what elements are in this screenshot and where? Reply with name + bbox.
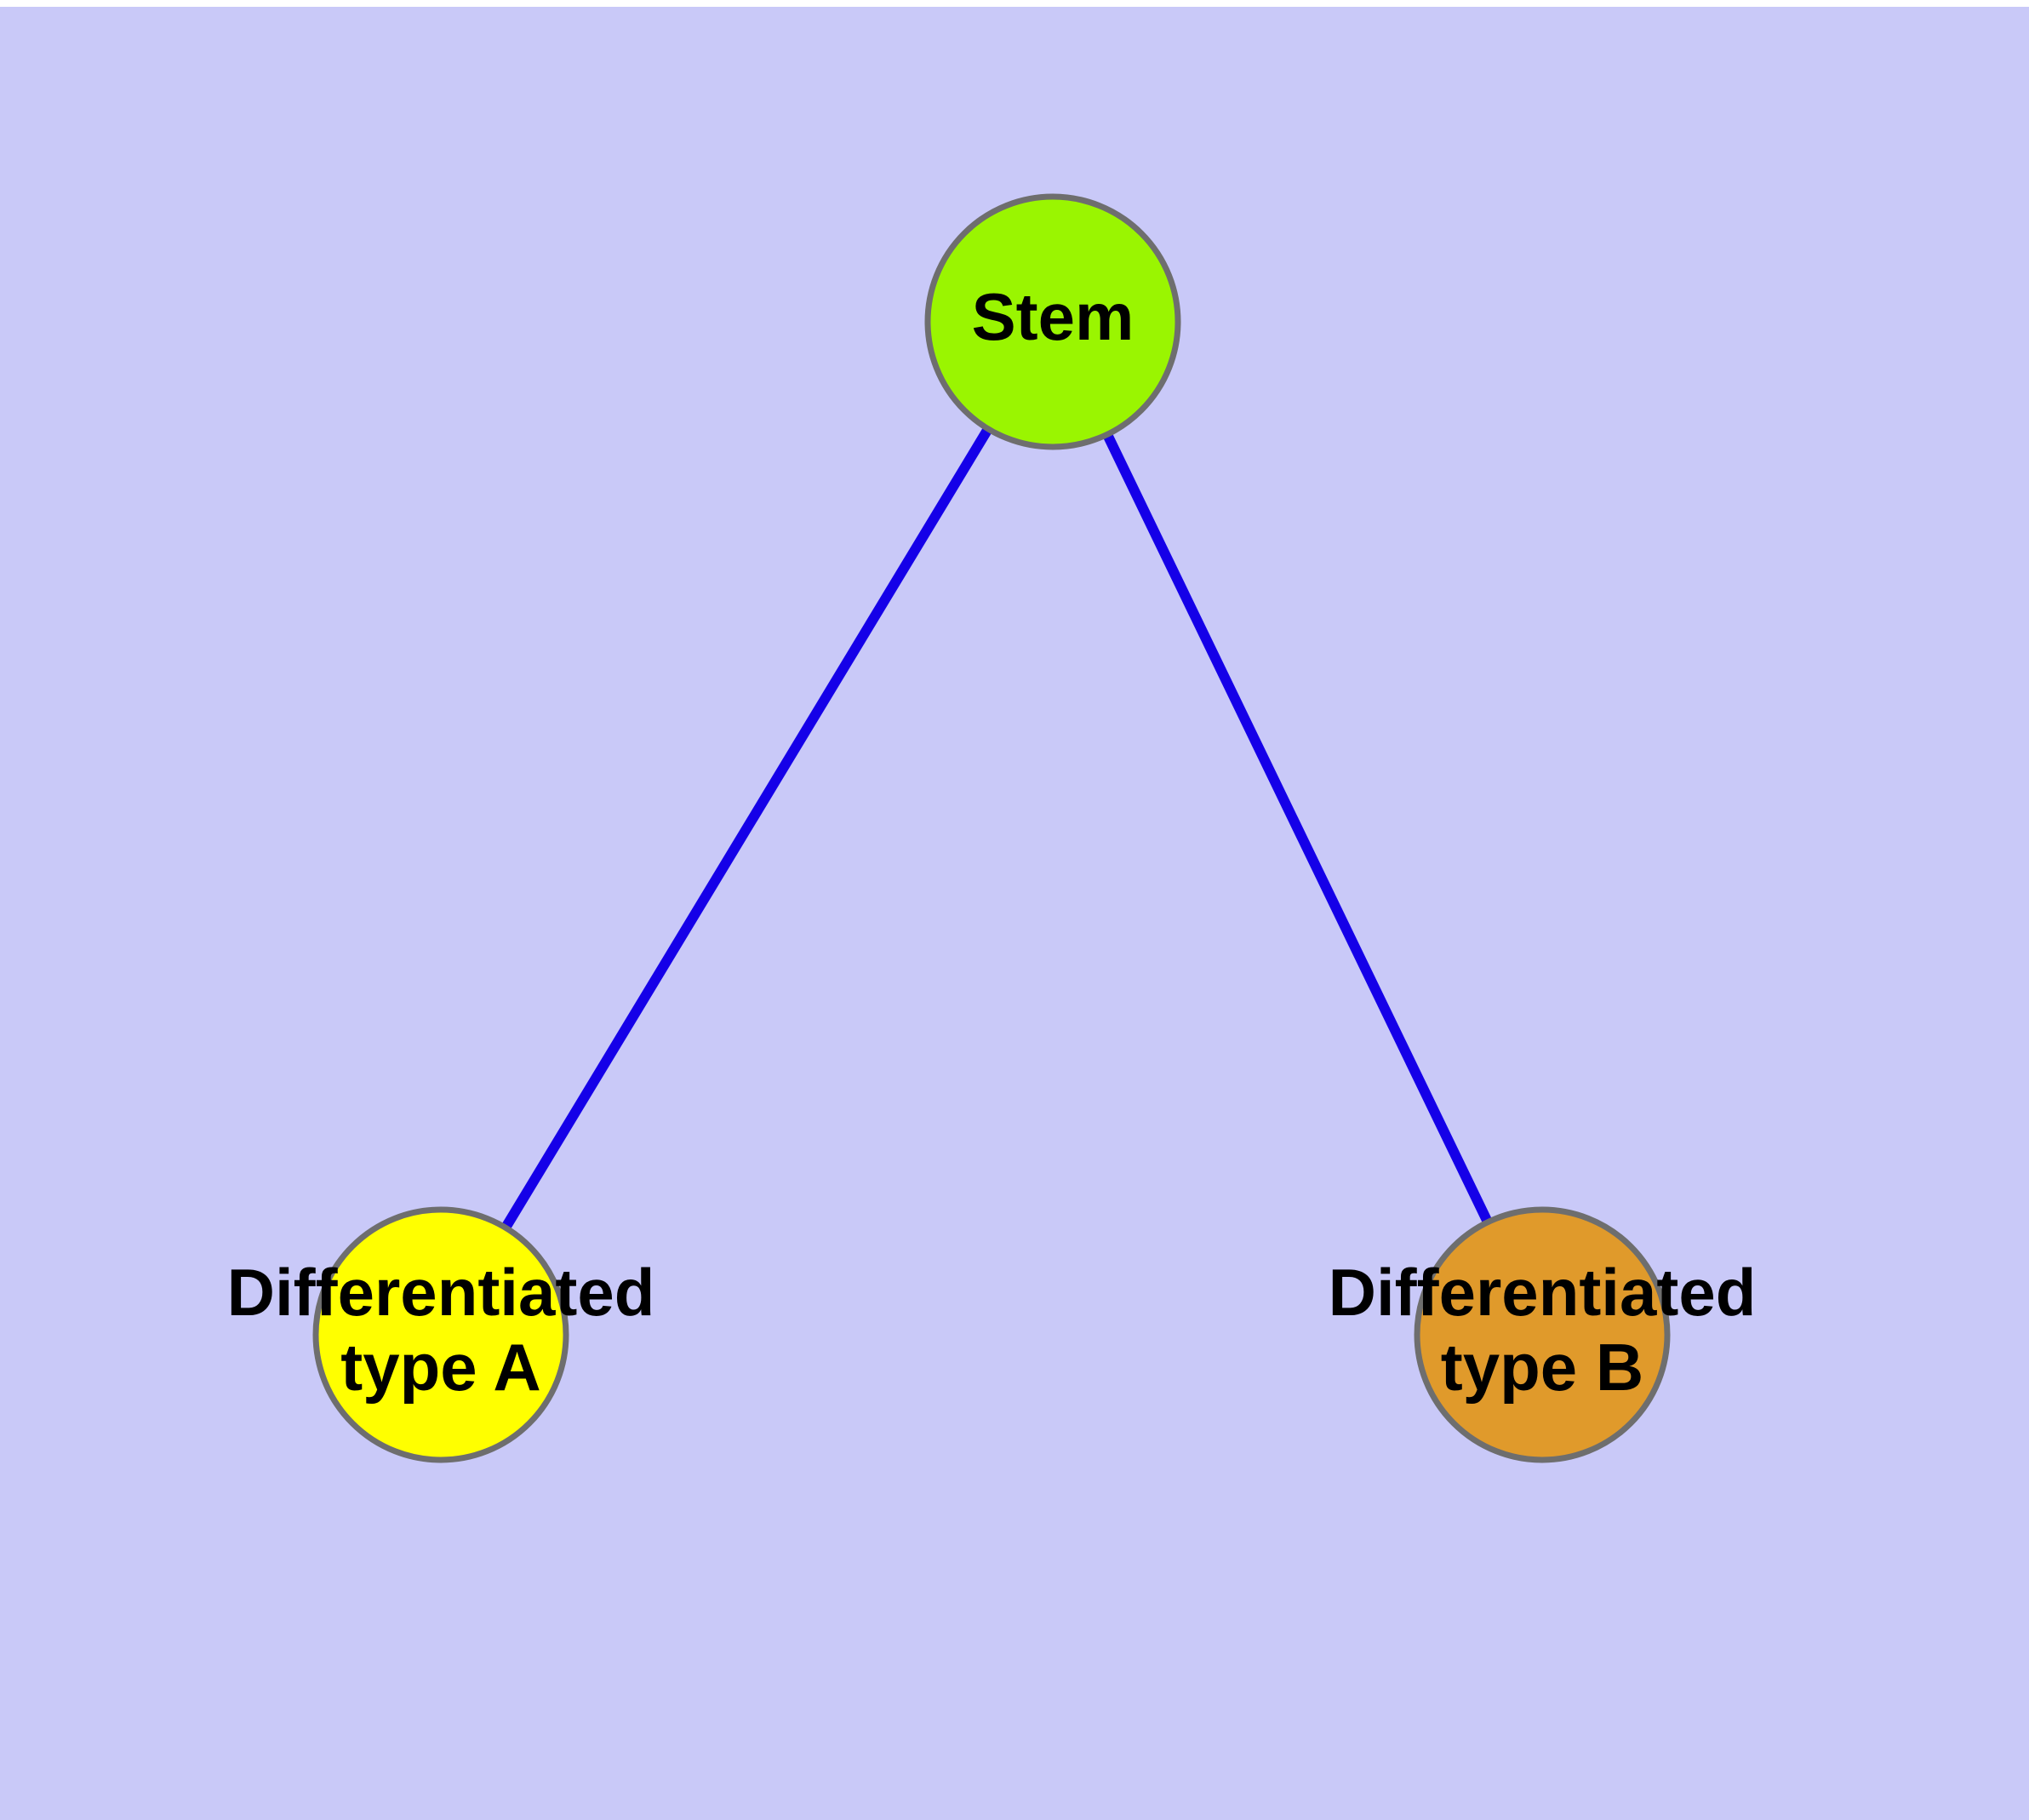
- edge-stem-to-differentiated-a[interactable]: [500, 425, 994, 1232]
- node-layer: [312, 193, 1671, 1463]
- edge-layer: [500, 425, 1494, 1232]
- node-circle-differentiated-type-b[interactable]: [1414, 1206, 1671, 1463]
- node-circle-stem[interactable]: [924, 193, 1181, 450]
- node-circle-differentiated-type-a[interactable]: [312, 1206, 569, 1463]
- edge-stem-to-differentiated-b[interactable]: [1101, 430, 1494, 1227]
- node-label-stem: Stem: [972, 279, 1135, 354]
